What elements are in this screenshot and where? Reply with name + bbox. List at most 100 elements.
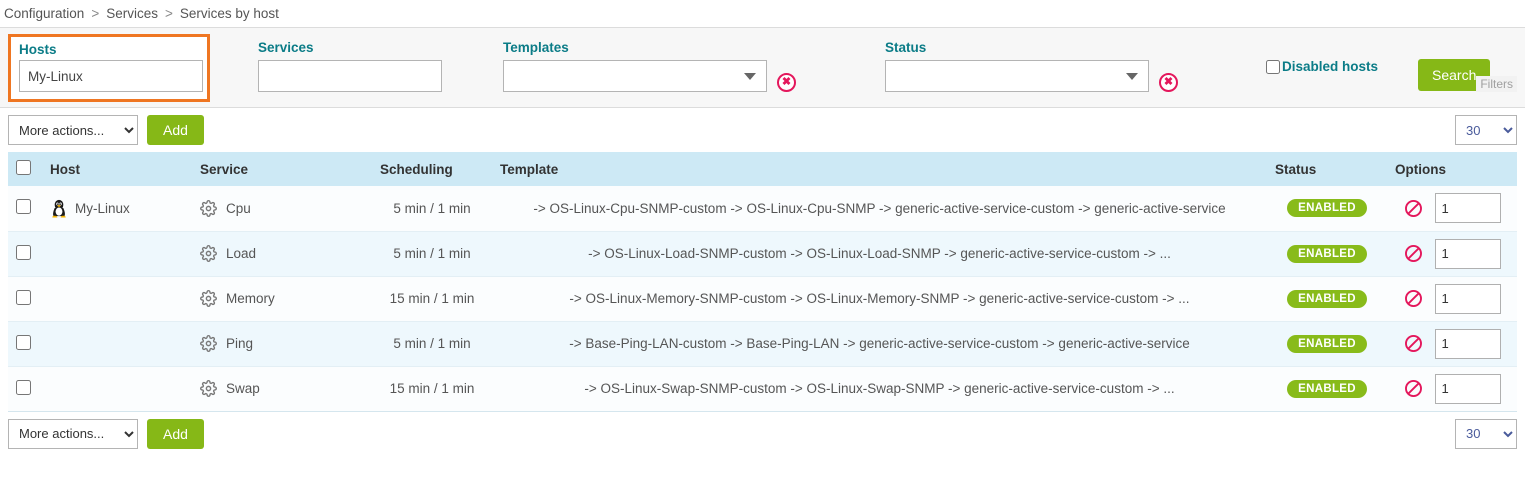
status-cell: ENABLED	[1267, 321, 1387, 367]
status-select[interactable]	[885, 60, 1149, 92]
disable-icon[interactable]	[1404, 289, 1423, 308]
templates-filter-label: Templates	[503, 40, 569, 55]
options-cell	[1387, 321, 1517, 367]
status-badge: ENABLED	[1287, 289, 1367, 308]
templates-select[interactable]	[503, 60, 767, 92]
table-row: My-Linux Cpu 5 min / 1 min-> OS-Linux-Cpu-…	[8, 186, 1517, 232]
scheduling-cell: 5 min / 1 min	[372, 186, 492, 232]
breadcrumb: Configuration > Services > Services by h…	[0, 0, 1525, 28]
services-filter-label: Services	[258, 40, 314, 55]
add-button-bottom[interactable]: Add	[147, 418, 204, 449]
gear-icon[interactable]	[200, 335, 217, 352]
status-filter-label: Status	[885, 40, 927, 55]
row-checkbox[interactable]	[16, 334, 31, 350]
templates-clear-icon[interactable]: ✖	[777, 73, 796, 92]
templates-filter-group: Templates ✖	[503, 40, 796, 92]
more-actions-select-top[interactable]: More actions...	[8, 115, 138, 145]
services-input[interactable]	[258, 60, 442, 92]
host-cell	[42, 366, 192, 412]
search-button[interactable]: Search	[1418, 59, 1491, 91]
status-cell: ENABLED	[1267, 366, 1387, 412]
host-cell: My-Linux	[42, 186, 192, 232]
service-name[interactable]: Ping	[226, 336, 254, 351]
more-actions-select-bottom[interactable]: More actions...	[8, 418, 138, 449]
service-cell: Swap	[192, 366, 372, 412]
column-header-status[interactable]: Status	[1267, 152, 1387, 186]
row-select-cell	[8, 231, 42, 277]
status-clear-icon[interactable]: ✖	[1159, 73, 1178, 92]
row-select-cell	[8, 186, 42, 232]
disable-icon[interactable]	[1404, 244, 1423, 263]
hosts-filter-label: Hosts	[19, 42, 57, 57]
toolbar-top: More actions... Add 30	[0, 108, 1525, 152]
disabled-hosts-checkbox[interactable]	[1266, 59, 1280, 74]
scheduling-cell: 5 min / 1 min	[372, 231, 492, 277]
gear-icon[interactable]	[200, 290, 217, 307]
service-name[interactable]: Load	[226, 246, 257, 261]
status-cell: ENABLED	[1267, 276, 1387, 322]
service-cell: Memory	[192, 276, 372, 322]
template-cell: -> OS-Linux-Load-SNMP-custom -> OS-Linux…	[492, 231, 1267, 277]
status-filter-group: Status ✖	[885, 40, 1178, 92]
breadcrumb-item-configuration[interactable]: Configuration	[4, 6, 85, 21]
disable-icon[interactable]	[1404, 199, 1423, 218]
filters-label: Filters	[1476, 76, 1517, 92]
column-header-host[interactable]: Host	[42, 152, 192, 186]
template-cell: -> OS-Linux-Memory-SNMP-custom -> OS-Lin…	[492, 276, 1267, 322]
status-cell: ENABLED	[1267, 186, 1387, 232]
option-quantity-input[interactable]	[1434, 328, 1501, 359]
options-cell	[1387, 366, 1517, 412]
disable-icon[interactable]	[1404, 379, 1423, 398]
row-checkbox[interactable]	[16, 244, 31, 260]
gear-icon[interactable]	[200, 199, 217, 217]
gear-icon[interactable]	[200, 380, 217, 397]
template-cell: -> OS-Linux-Swap-SNMP-custom -> OS-Linux…	[492, 366, 1267, 412]
select-all-header	[8, 152, 42, 186]
breadcrumb-item-services-by-host[interactable]: Services by host	[179, 6, 279, 21]
table-row: Load 5 min / 1 min-> OS-Linux-Load-SNMP-c…	[8, 231, 1517, 277]
row-checkbox[interactable]	[16, 289, 31, 305]
template-cell: -> OS-Linux-Cpu-SNMP-custom -> OS-Linux-…	[492, 186, 1267, 232]
linux-penguin-icon	[50, 198, 68, 218]
service-name[interactable]: Memory	[226, 291, 275, 306]
host-name[interactable]: My-Linux	[75, 200, 130, 216]
options-cell	[1387, 276, 1517, 322]
option-quantity-input[interactable]	[1434, 238, 1501, 269]
template-cell: -> Base-Ping-LAN-custom -> Base-Ping-LAN…	[492, 321, 1267, 367]
filter-panel: Hosts Services Templates ✖ Status ✖ Disa…	[0, 28, 1525, 108]
page-size-select-bottom[interactable]: 30	[1455, 418, 1517, 449]
service-name[interactable]: Cpu	[226, 200, 251, 216]
option-quantity-input[interactable]	[1434, 283, 1501, 314]
hosts-filter-group: Hosts	[8, 34, 210, 102]
page-size-select-top[interactable]: 30	[1455, 115, 1517, 145]
service-name[interactable]: Swap	[226, 381, 260, 396]
disabled-hosts-label[interactable]: Disabled hosts	[1282, 59, 1379, 74]
status-badge: ENABLED	[1287, 334, 1367, 353]
host-cell	[42, 321, 192, 367]
table-header-row: Host Service Scheduling Template Status …	[8, 152, 1517, 186]
breadcrumb-item-services[interactable]: Services	[106, 6, 158, 21]
column-header-service[interactable]: Service	[192, 152, 372, 186]
breadcrumb-separator: >	[164, 6, 173, 21]
row-checkbox[interactable]	[16, 379, 31, 395]
option-quantity-input[interactable]	[1434, 193, 1501, 224]
hosts-input[interactable]	[19, 60, 203, 92]
toolbar-bottom: More actions... Add 30	[0, 411, 1525, 456]
add-button-top[interactable]: Add	[147, 115, 204, 145]
disable-icon[interactable]	[1404, 334, 1423, 353]
row-select-cell	[8, 276, 42, 322]
option-quantity-input[interactable]	[1434, 373, 1501, 404]
status-badge: ENABLED	[1287, 244, 1367, 263]
column-header-template[interactable]: Template	[492, 152, 1267, 186]
column-header-scheduling[interactable]: Scheduling	[372, 152, 492, 186]
chevron-down-icon	[1126, 73, 1138, 80]
service-cell: Ping	[192, 321, 372, 367]
options-cell	[1387, 186, 1517, 232]
scheduling-cell: 15 min / 1 min	[372, 366, 492, 412]
select-all-checkbox[interactable]	[16, 160, 31, 175]
breadcrumb-separator: >	[91, 6, 100, 21]
gear-icon[interactable]	[200, 245, 217, 262]
row-checkbox[interactable]	[16, 199, 31, 215]
